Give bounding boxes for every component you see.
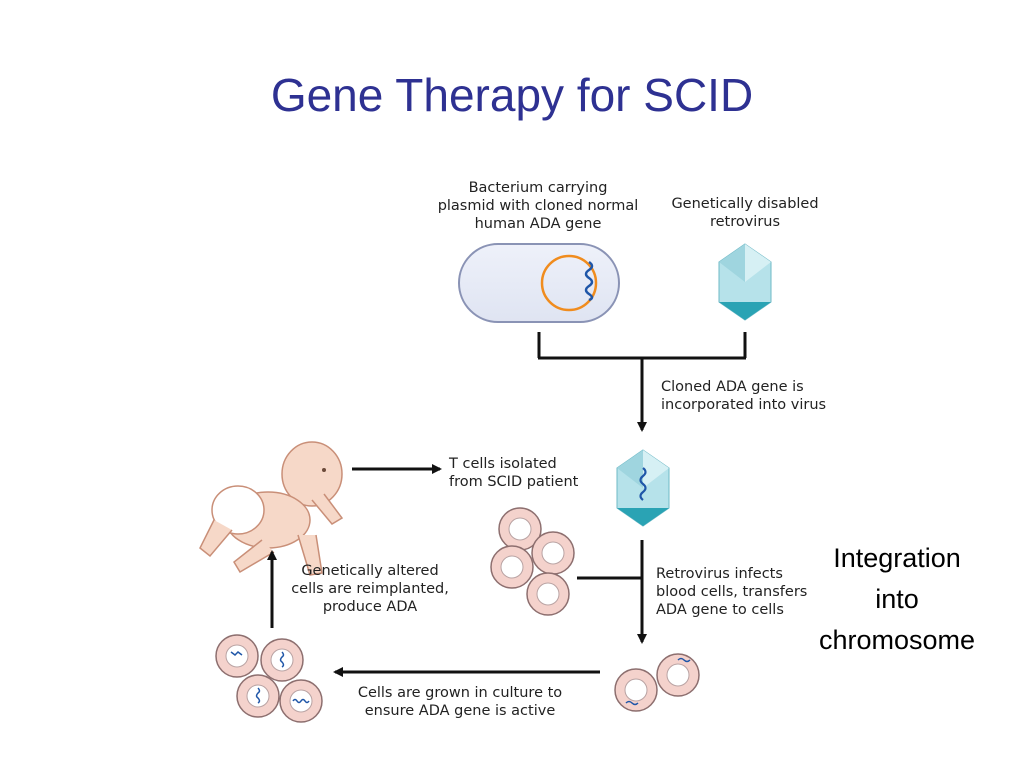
integration-note: Integration into chromosome xyxy=(818,543,976,655)
cell-icon xyxy=(236,674,280,718)
recombinant-virus-icon xyxy=(616,449,670,527)
t-cells-label: T cells isolated from SCID patient xyxy=(449,456,579,490)
infects-label: Retrovirus infects blood cells, transfer… xyxy=(656,566,808,618)
incorporated-label: Cloned ADA gene is incorporated into vir… xyxy=(661,379,827,413)
plasmid-icon xyxy=(540,254,598,312)
cultured-cells-group xyxy=(215,634,323,723)
cell-icon xyxy=(656,653,700,697)
retrovirus-icon xyxy=(718,243,772,321)
ada-gene-icon xyxy=(584,260,594,302)
cell-icon xyxy=(260,638,304,682)
bacterium-label: Bacterium carrying plasmid with cloned n… xyxy=(437,180,639,232)
cell-icon xyxy=(490,545,534,589)
baby-illustration xyxy=(199,441,344,576)
retrovirus-label: Genetically disabled retrovirus xyxy=(671,196,819,230)
t-cells-group xyxy=(490,507,575,616)
bacterium-icon xyxy=(458,243,620,323)
merge-bracket xyxy=(537,332,747,360)
infected-cells-group xyxy=(614,653,700,712)
cell-icon xyxy=(531,531,575,575)
cell-icon xyxy=(215,634,259,678)
cell-icon xyxy=(498,507,542,551)
cell-icon xyxy=(614,668,658,712)
culture-label: Cells are grown in culture to ensure ADA… xyxy=(357,685,563,719)
cell-icon xyxy=(279,679,323,723)
reimplanted-label: Genetically altered cells are reimplante… xyxy=(291,563,449,615)
cell-icon xyxy=(526,572,570,616)
slide-title: Gene Therapy for SCID xyxy=(270,69,754,121)
